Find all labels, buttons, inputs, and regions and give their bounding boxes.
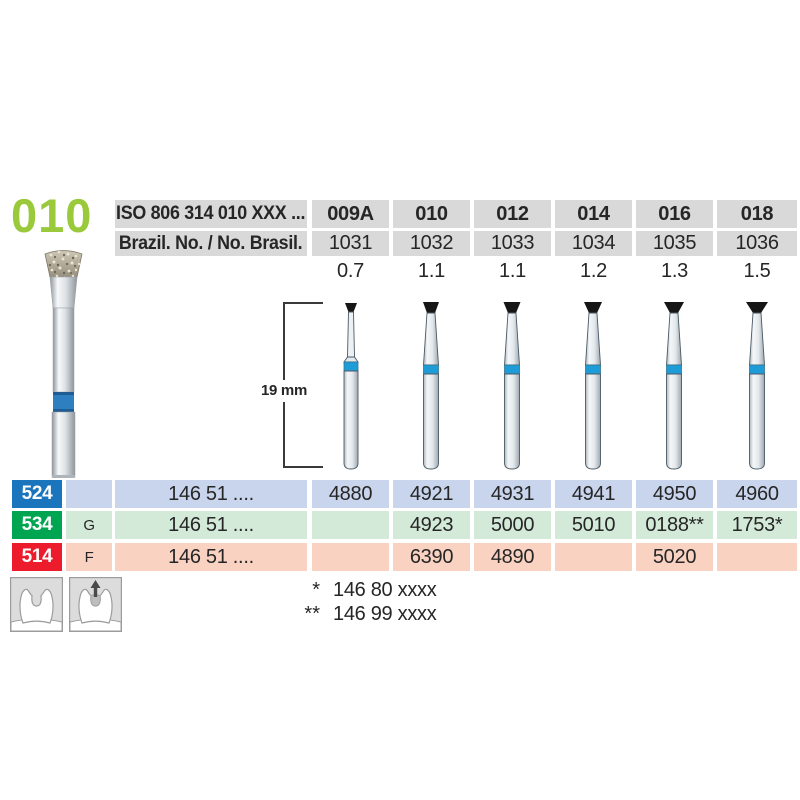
order-number: 6390 [393,543,470,571]
order-number: 4880 [312,480,389,508]
footnote-mark: ** [304,603,320,625]
head-size: 1.2 [580,260,607,282]
footnote-text: 146 80 xxxx [333,579,437,601]
iso-number-label: ISO 806 314 010 XXX ... [115,200,307,228]
order-number: 5010 [555,511,632,539]
head-size: 1.5 [743,260,771,282]
brazil-number: 1032 [393,231,470,256]
series-badge-524: 524 [12,480,62,508]
dimension-label: 19 mm [252,381,316,401]
order-prefix: 146 51 .... [115,543,307,571]
order-number: 4890 [474,543,551,571]
order-prefix: 146 51 .... [115,511,307,539]
head-size: 1.3 [661,260,688,282]
series-badge-514: 514 [12,543,62,571]
order-number: 5000 [474,511,551,539]
column-header: 016 [636,200,713,228]
bur-illustration [503,302,521,470]
column-header: 014 [555,200,632,228]
column-header: 010 [393,200,470,228]
brazil-number-label: Brazil. No. / No. Brasil. [115,231,307,256]
order-number: 4941 [555,480,632,508]
column-header: 009A [312,200,389,228]
order-number [312,511,389,539]
order-number [555,543,632,571]
order-number: 5020 [636,543,713,571]
order-number [717,543,797,571]
order-number: 1753* [717,511,797,539]
dimension-tick-top [283,302,323,304]
dimension-line-vertical-top [283,302,285,380]
column-header: 012 [474,200,551,228]
order-number [312,543,389,571]
brazil-number: 1036 [717,231,797,256]
order-number: 0188** [636,511,713,539]
order-number: 4923 [393,511,470,539]
dimension-tick-bottom [283,466,323,468]
tooth-cavity-arrow-up-icon [69,577,122,632]
bur-illustration [664,302,684,470]
head-size: 1.1 [418,260,445,282]
order-prefix: 146 51 .... [115,480,307,508]
bur-illustration [584,302,602,470]
product-figure-number: 010 [11,189,93,242]
footnote-text: 146 99 xxxx [333,603,437,625]
brazil-number: 1035 [636,231,713,256]
series-badge-534: 534 [12,511,62,539]
brazil-number: 1033 [474,231,551,256]
brazil-number: 1034 [555,231,632,256]
dimension-line-vertical-bottom [283,402,285,467]
order-number: 4960 [717,480,797,508]
grit-letter: G [66,511,112,539]
brazil-number: 1031 [312,231,389,256]
bur-illustration [423,302,439,470]
order-number: 4921 [393,480,470,508]
order-number: 4950 [636,480,713,508]
footnote-mark: * [312,579,320,601]
head-size: 1.1 [499,260,526,282]
bur-illustration [343,303,359,470]
bur-illustration [746,302,768,470]
tooth-cavity-icon [10,577,63,632]
head-size: 0.7 [337,260,364,282]
column-header: 018 [717,200,797,228]
grit-letter [66,480,112,508]
order-number: 4931 [474,480,551,508]
grit-letter: F [66,543,112,571]
bur-product-photo [44,250,83,478]
